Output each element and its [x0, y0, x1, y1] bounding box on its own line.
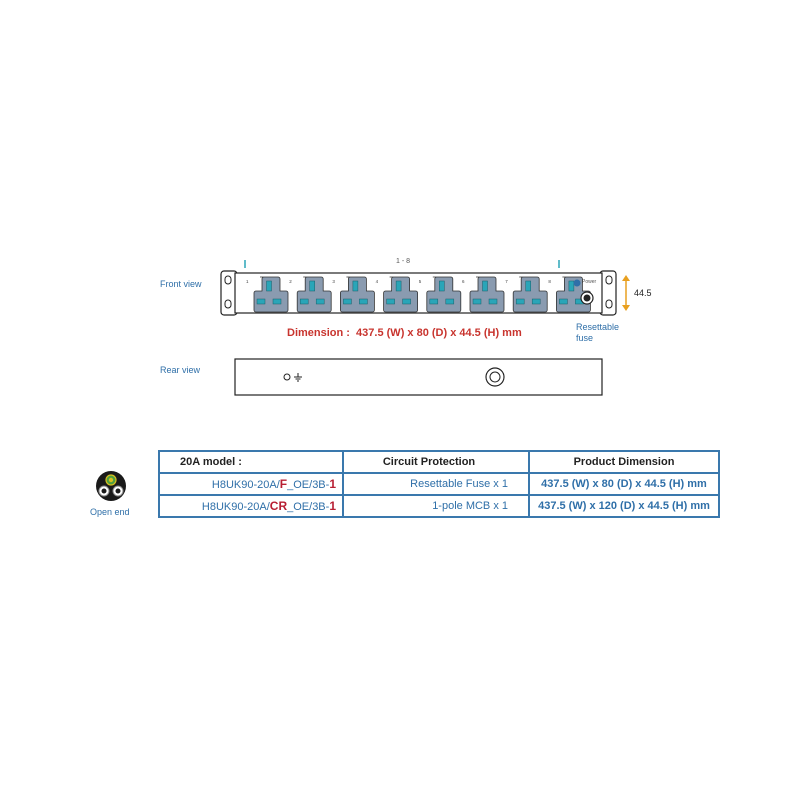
header-model: 20A model :: [158, 450, 344, 474]
socket-number: 5: [419, 279, 422, 284]
left-ear-hole-top: [224, 275, 232, 285]
uk-socket-icon: 4: [376, 276, 418, 313]
ground-symbol-icon: [294, 373, 302, 382]
socket-number: 4: [376, 279, 379, 284]
open-end-label: Open end: [90, 507, 130, 517]
height-label: 44.5: [634, 288, 652, 298]
socket-number: 8: [548, 279, 551, 284]
rear-panel: [234, 358, 603, 396]
uk-socket-icon: 1: [246, 276, 289, 313]
socket-number: 7: [505, 279, 508, 284]
right-ear-hole-bottom: [605, 299, 613, 309]
height-arrow-top: [622, 275, 630, 281]
ground-screw-icon: [283, 373, 291, 381]
header-protection: Circuit Protection: [342, 450, 530, 474]
front-panel: 1 2 3 4 5 6 7 8: [220, 260, 630, 316]
height-arrow-bottom: [622, 305, 630, 311]
right-ear-hole-top: [605, 275, 613, 285]
uk-socket-icon: 2: [289, 276, 332, 313]
socket-number: 1: [246, 279, 249, 284]
front-view-label: Front view: [160, 279, 202, 289]
power-label: Power: [582, 279, 597, 285]
uk-socket-icon: 8: [548, 276, 591, 313]
fuse-label-line2: fuse: [576, 333, 594, 343]
uk-socket-icon: 7: [505, 276, 548, 313]
table-row: H8UK90-20A/CR_OE/3B-1 1-pole MCB x 1 437…: [158, 494, 720, 518]
socket-number: 2: [289, 279, 292, 284]
power-indicator-icon: [573, 279, 581, 287]
protection-cell: Resettable Fuse x 1: [342, 472, 530, 496]
table-header-row: 20A model : Circuit Protection Product D…: [158, 450, 720, 474]
model-cell: H8UK90-20A/F_OE/3B-1: [158, 472, 344, 496]
header-dimension: Product Dimension: [528, 450, 720, 474]
uk-socket-icon: 3: [332, 276, 375, 313]
front-dimension-text: Dimension : 437.5 (W) x 80 (D) x 44.5 (H…: [287, 327, 522, 339]
socket-number: 3: [332, 279, 335, 284]
open-end-cable-icon: [96, 471, 126, 501]
model-cell: H8UK90-20A/CR_OE/3B-1: [158, 494, 344, 518]
dimension-cell: 437.5 (W) x 120 (D) x 44.5 (H) mm: [528, 494, 720, 518]
spec-table: 20A model : Circuit Protection Product D…: [158, 450, 720, 518]
uk-socket-icon: 5: [419, 276, 462, 313]
protection-cell: 1-pole MCB x 1: [342, 494, 530, 518]
fuse-button-inner: [583, 294, 591, 302]
table-row: H8UK90-20A/F_OE/3B-1 Resettable Fuse x 1…: [158, 472, 720, 496]
dimension-cell: 437.5 (W) x 80 (D) x 44.5 (H) mm: [528, 472, 720, 496]
rear-view-label: Rear view: [160, 365, 201, 375]
left-ear-hole-bottom: [224, 299, 232, 309]
fuse-label-line1: Resettable: [576, 322, 620, 332]
cable-gland-inner: [489, 371, 501, 383]
uk-socket-icon: 6: [462, 276, 505, 313]
socket-number: 6: [462, 279, 465, 284]
socket-range-label: 1 - 8: [396, 258, 411, 265]
